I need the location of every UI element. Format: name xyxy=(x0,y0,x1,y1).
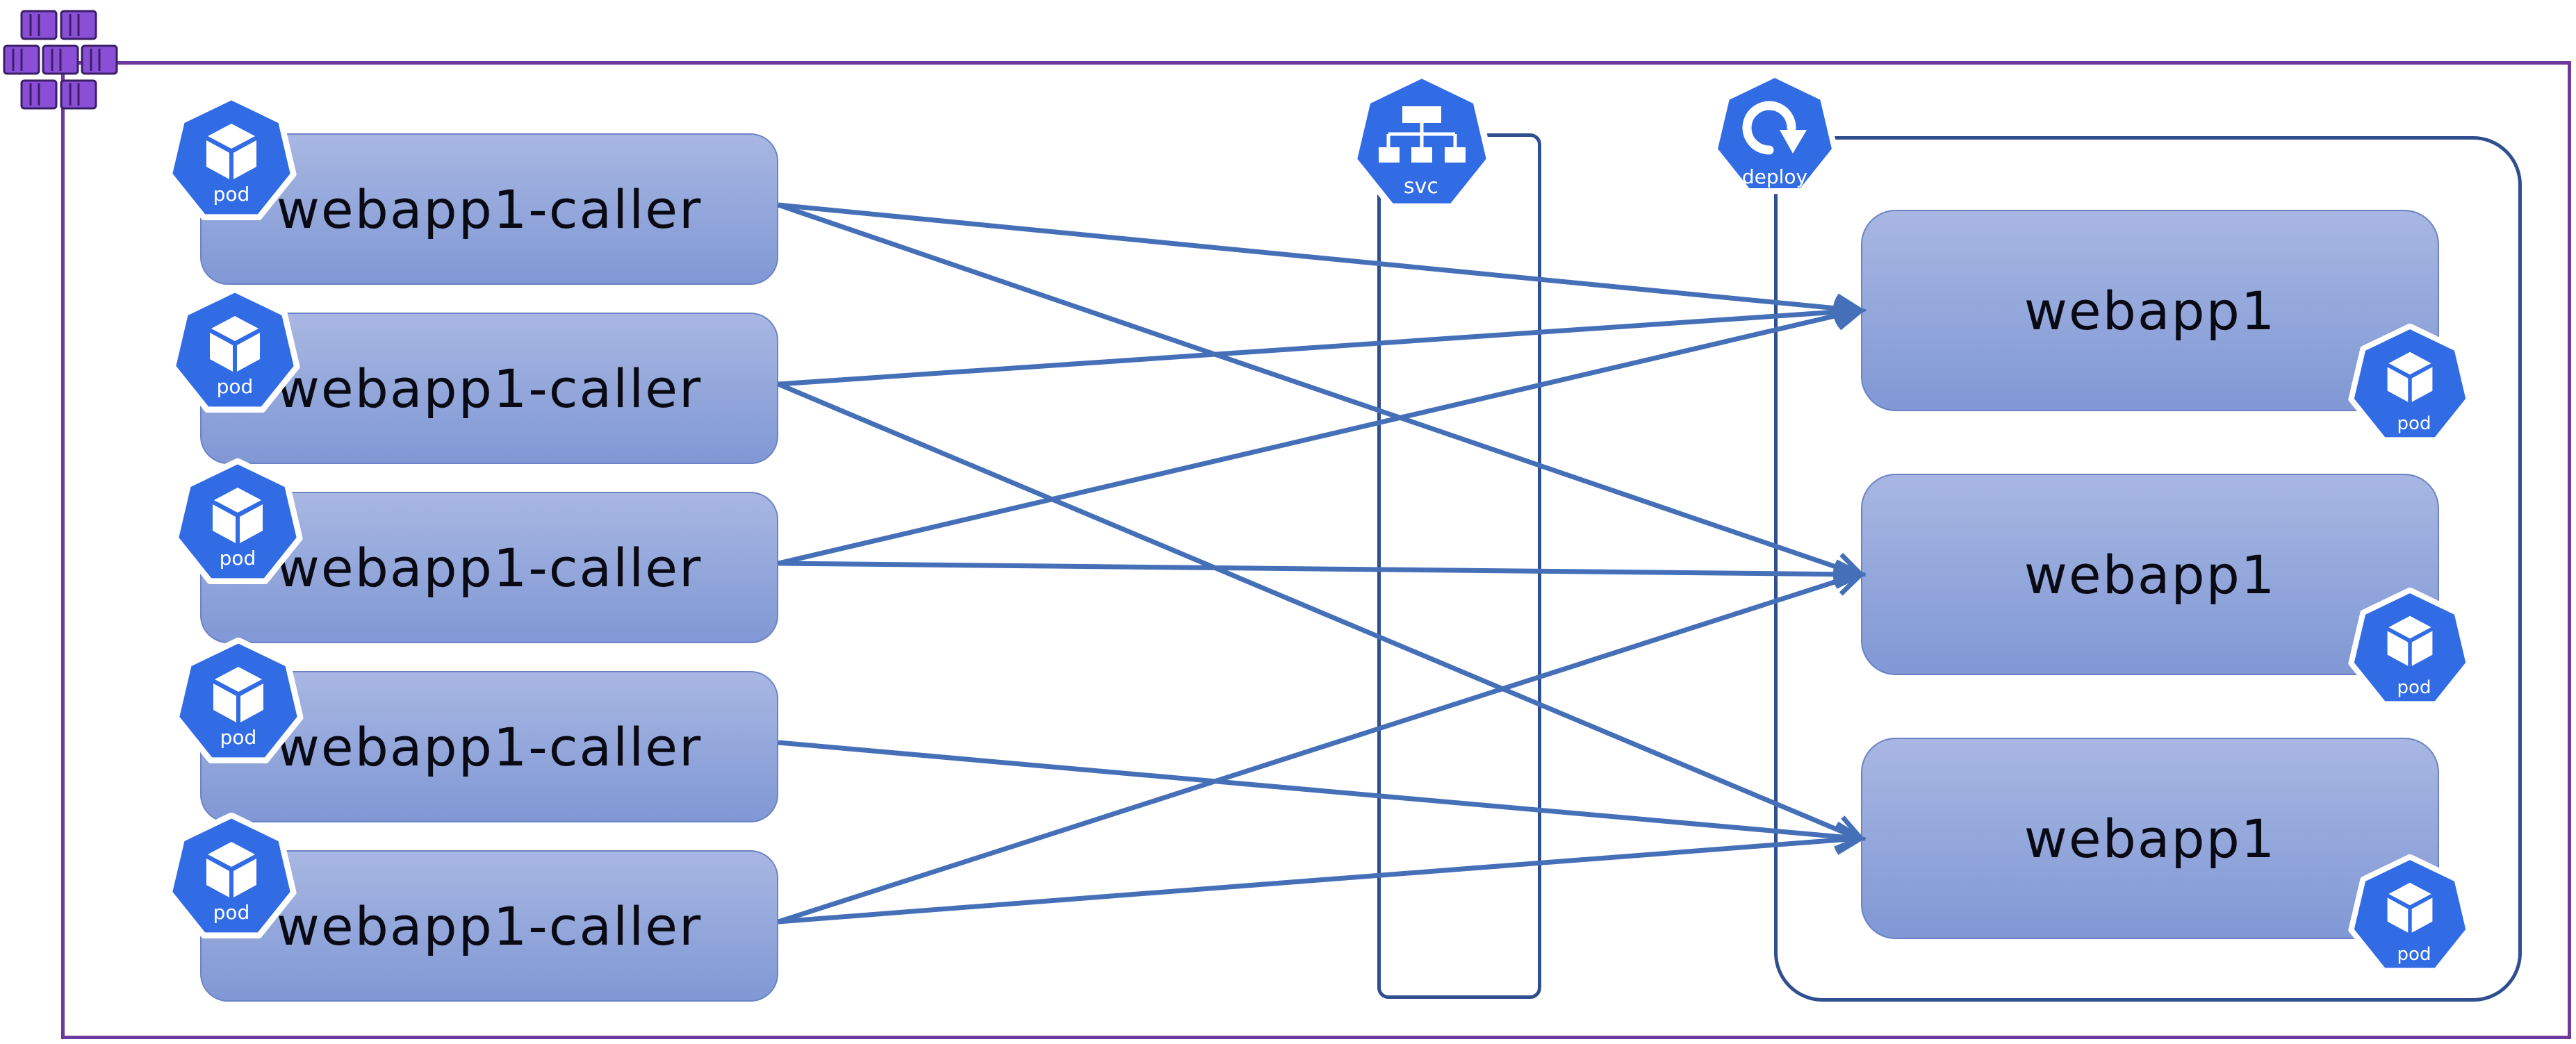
pod-icon-label: pod xyxy=(2397,677,2431,698)
connection-arrow xyxy=(778,740,1859,841)
deployment-boundary xyxy=(1774,136,2522,1002)
deployment-icon-label: deploy xyxy=(1742,165,1807,188)
target-pod-label: webapp1 xyxy=(2024,543,2276,606)
connection-arrow xyxy=(778,836,1859,925)
target-pod-label: webapp1 xyxy=(2024,807,2276,870)
connection-arrow xyxy=(777,202,1860,577)
caller-pod-label: webapp1-caller xyxy=(276,895,703,957)
caller-pod-box: webapp1-caller xyxy=(200,313,778,464)
target-pod-box: webapp1 xyxy=(1861,474,2439,675)
pod-icon-label: pod xyxy=(213,183,250,206)
pod-icon: pod xyxy=(173,290,297,410)
pod-icon: pod xyxy=(2351,326,2468,440)
caller-pod-box: webapp1-caller xyxy=(200,133,778,285)
caller-pod-box: webapp1-caller xyxy=(200,850,778,1002)
target-pod-box: webapp1 xyxy=(1861,738,2439,939)
pod-icon: pod xyxy=(2351,590,2468,704)
connection-arrow xyxy=(778,308,1859,387)
connection-arrow xyxy=(778,561,1859,577)
caller-pod-label: webapp1-caller xyxy=(276,357,703,420)
pod-icon-label: pod xyxy=(220,726,257,749)
arrow-head xyxy=(1833,301,1867,331)
target-pod-box: webapp1 xyxy=(1861,210,2439,411)
pod-icon: pod xyxy=(170,815,294,936)
connection-arrow xyxy=(777,572,1860,925)
pod-icon: pod xyxy=(170,97,294,217)
cluster-icon xyxy=(3,10,118,110)
connection-arrow xyxy=(778,202,1859,313)
pod-icon: pod xyxy=(177,640,301,761)
service-icon: svc xyxy=(1354,75,1490,206)
pod-icon-label: pod xyxy=(213,901,250,924)
pod-icon: pod xyxy=(176,461,300,581)
connection-arrow xyxy=(777,381,1860,841)
caller-pod-label: webapp1-caller xyxy=(276,178,703,240)
deployment-icon: deploy xyxy=(1715,75,1835,191)
service-icon-label: svc xyxy=(1404,174,1438,199)
target-pod-label: webapp1 xyxy=(2024,279,2276,342)
pod-icon-label: pod xyxy=(2397,944,2431,965)
caller-pod-label: webapp1-caller xyxy=(276,536,703,599)
pod-icon-label: pod xyxy=(2397,413,2431,434)
arrow-head xyxy=(1832,567,1867,596)
pod-icon: pod xyxy=(2351,857,2468,971)
connection-arrow xyxy=(778,308,1859,566)
cluster-boundary xyxy=(61,61,2571,1039)
pod-icon-label: pod xyxy=(220,547,256,570)
caller-pod-label: webapp1-caller xyxy=(276,715,703,778)
arrow-head xyxy=(1834,825,1867,855)
connection-arrows xyxy=(777,202,1867,925)
pod-icon-label: pod xyxy=(217,375,254,398)
